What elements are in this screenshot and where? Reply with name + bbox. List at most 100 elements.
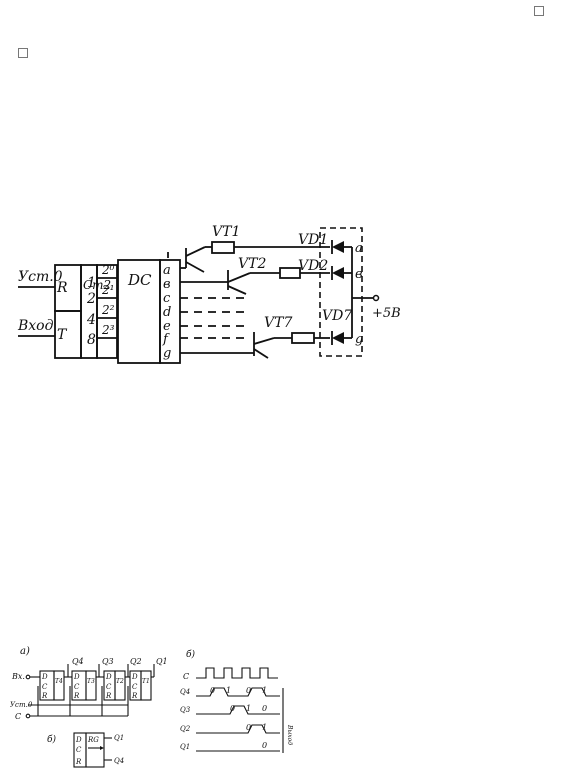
- ff-t1-c: C: [132, 683, 138, 691]
- q4-state-1: 0: [210, 686, 215, 695]
- ff-t1-name: T1: [142, 678, 150, 685]
- ff-t2-q-cell: [114, 670, 126, 701]
- timing-row-q2: Q2: [180, 725, 191, 733]
- segment-label-b: в: [355, 267, 363, 282]
- ff-t2-c: C: [106, 683, 112, 691]
- decoder-label: DC: [127, 271, 152, 289]
- q3-waveform: [196, 705, 280, 715]
- bus-label-1: 2¹: [101, 283, 114, 297]
- register-r: R: [75, 758, 82, 766]
- ff-t3-c: C: [74, 683, 80, 691]
- counter-r-label: R: [56, 280, 68, 296]
- display-box: [319, 227, 363, 357]
- diode-7: [332, 332, 344, 344]
- decoder-out-d: d: [163, 305, 171, 320]
- q2-waveform: [196, 724, 280, 734]
- ff-t2-r: R: [105, 692, 112, 700]
- ff-t2-name: T2: [116, 678, 124, 685]
- q4-waveform: [196, 687, 280, 697]
- transistor-label-2: VT2: [238, 256, 266, 272]
- diode-label-2: VD2: [298, 258, 328, 274]
- checkbox-top-left[interactable]: [18, 48, 28, 58]
- timing-row-c: C: [183, 672, 189, 681]
- register-rg: RG: [87, 736, 99, 744]
- transistor-label-7: VT7: [264, 315, 292, 331]
- counter-weight-1: 1: [87, 275, 96, 291]
- fig-a-out-q2: Q2: [130, 657, 142, 666]
- register-symbol: б) D C R RG Q1 Q4: [47, 732, 124, 768]
- resistor-1: [211, 241, 235, 254]
- decoder-out-c: c: [163, 291, 171, 306]
- timing-row-q4: Q4: [180, 688, 190, 696]
- decoder-out-g: g: [163, 346, 171, 361]
- q4-state-4: 1: [262, 686, 267, 695]
- main-schematic: Уст.0 Вход R T Ст2 1 2 4 8 2⁰ 2¹ 2² 2³ D…: [17, 224, 401, 364]
- q1-state-1: 0: [262, 741, 267, 750]
- fig-a-input-label: Вх.: [11, 672, 25, 681]
- fig-a-reset-label: Уст.0: [10, 701, 33, 709]
- fig-a-label: а): [20, 646, 30, 657]
- ff-t4-name: T4: [55, 678, 63, 685]
- register-q1: Q1: [114, 734, 124, 742]
- bus-label-3: 2³: [101, 323, 115, 337]
- q3-state-3: 0: [262, 704, 267, 713]
- ff-t3-name: T3: [87, 678, 95, 685]
- supply-terminal: [372, 294, 380, 302]
- ff-t1-d: D: [131, 673, 138, 681]
- ff-t1-q-cell: [140, 670, 152, 701]
- ff-t4-r: R: [41, 692, 48, 700]
- timing-row-q3: Q3: [180, 706, 191, 714]
- register-c: C: [76, 746, 82, 754]
- count-input-label: Вход: [17, 318, 54, 334]
- register-body: [85, 732, 105, 768]
- q3-state-2: 1: [246, 704, 251, 713]
- timing-diagram: б) C Q4 Q3 Q2 Q1 0 1 0 1 0 1 0 0 1 0 Вых…: [180, 649, 293, 753]
- segment-label-g: g: [355, 332, 363, 347]
- counter-weight-2: 2: [86, 291, 96, 307]
- ff-t2-d: D: [105, 673, 112, 681]
- bus-label-2: 2²: [101, 303, 115, 317]
- diode-1: [332, 241, 344, 253]
- fig-a-out-q4: Q4: [72, 657, 84, 666]
- q3-state-1: 0: [230, 704, 235, 713]
- resistor-2: [279, 267, 301, 279]
- ff-t4-q-cell: [53, 670, 65, 701]
- diode-label-1: VD1: [298, 232, 328, 248]
- ff-t4-d: D: [41, 673, 48, 681]
- counter-outputs-cell: [96, 264, 118, 359]
- q2-state-2: 1: [262, 723, 267, 732]
- timing-output-label: Выход: [286, 724, 293, 745]
- shift-register-diagram: а) Вх. Уст.0 C D C R T4 D C R T3 D C R T…: [10, 646, 168, 721]
- bus-label-0: 2⁰: [101, 263, 115, 277]
- q2-state-1: 0: [246, 723, 251, 732]
- fig-b-label: б): [47, 734, 56, 745]
- segment-label-a: a: [355, 241, 363, 256]
- q4-state-2: 1: [226, 686, 231, 695]
- timing-label: б): [186, 649, 195, 660]
- decoder-out-a: a: [163, 263, 171, 278]
- counter-t-label: T: [57, 327, 68, 343]
- ff-t4-c: C: [42, 683, 48, 691]
- register-q4: Q4: [114, 757, 124, 765]
- timing-row-q1: Q1: [180, 743, 190, 751]
- fig-a-clock-label: C: [15, 712, 21, 721]
- resistor-7: [291, 332, 315, 344]
- transistor-label-1: VT1: [212, 224, 240, 240]
- ff-t3-q-cell: [85, 670, 97, 701]
- diode-label-7: VD7: [322, 308, 352, 324]
- reset-input-label: Уст.0: [18, 269, 63, 285]
- counter-weight-4: 4: [86, 312, 96, 328]
- fig-a-out-q3: Q3: [102, 657, 114, 666]
- decoder-out-e: e: [163, 319, 171, 334]
- ff-t3-r: R: [73, 692, 80, 700]
- diode-2: [332, 267, 344, 279]
- decoder-out-b: в: [163, 277, 171, 292]
- ff-t1-r: R: [131, 692, 138, 700]
- decoder-out-f: f: [162, 332, 170, 347]
- supply-label: +5В: [372, 306, 401, 321]
- counter-ct-label: Ст2: [83, 278, 111, 292]
- clock-waveform: [196, 667, 278, 679]
- checkbox-top-right[interactable]: [534, 6, 544, 16]
- ff-t3-d: D: [73, 673, 80, 681]
